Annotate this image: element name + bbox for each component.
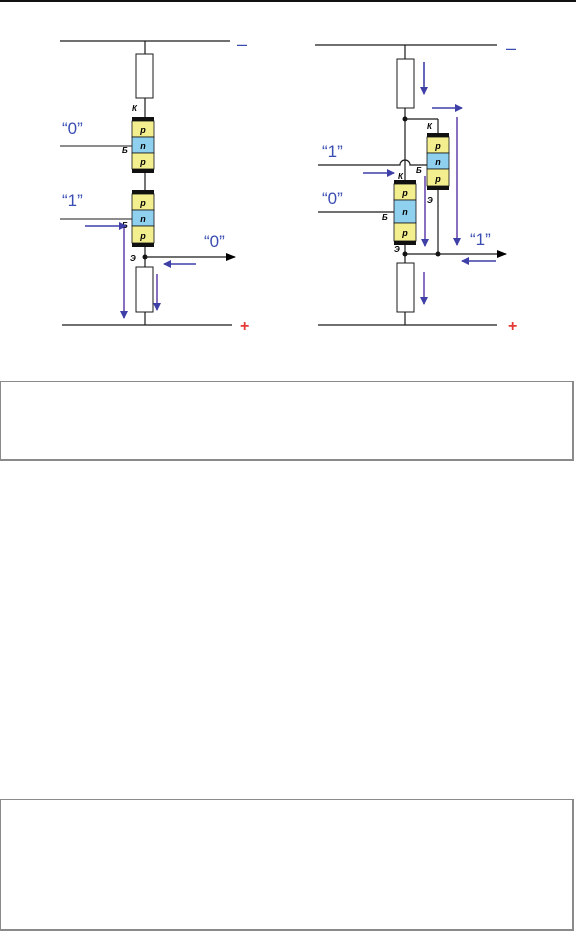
right-transistor-lower: p n p	[393, 180, 417, 245]
layer-label: n	[402, 207, 408, 217]
layer-label: n	[435, 157, 441, 167]
left-input-top-label: “0”	[62, 119, 83, 138]
base-label: Б	[416, 166, 422, 175]
right-bottom-resistor	[396, 262, 415, 313]
layer-label: p	[434, 141, 441, 151]
right-circuit: – + p n p К Б Э “1”	[315, 38, 517, 335]
layer-label: p	[139, 157, 146, 167]
left-transistor-bottom: p n p	[131, 190, 155, 247]
emitter-label: Э	[130, 254, 136, 263]
layer-label: p	[139, 198, 146, 208]
right-input-bottom-label: “0”	[322, 189, 343, 208]
layer-label: n	[140, 141, 146, 151]
circuit-diagram: – + p n p К Б “0” p n p	[60, 34, 517, 335]
left-transistor-top: p n p	[131, 117, 155, 173]
collector-label: К	[398, 172, 404, 181]
right-transistor-upper: p n p	[426, 133, 450, 190]
right-rail-top-label: –	[506, 38, 516, 58]
base-label: Б	[382, 213, 388, 222]
layer-label: p	[434, 174, 441, 184]
collector-label: К	[427, 122, 433, 131]
layer-label: n	[140, 214, 146, 224]
right-top-resistor	[396, 58, 415, 109]
left-bottom-resistor	[135, 266, 154, 313]
layer-label: p	[401, 228, 408, 238]
layer-label: p	[139, 125, 146, 135]
left-circuit: – + p n p К Б “0” p n p	[60, 34, 249, 335]
layer-label: p	[401, 188, 408, 198]
left-top-resistor	[135, 53, 154, 99]
left-input-bottom-label: “1”	[62, 191, 83, 210]
base-label: Б	[122, 146, 128, 155]
emitter-label: Э	[427, 196, 433, 205]
collector-label: К	[132, 104, 138, 113]
empty-frame-top	[0, 381, 574, 461]
top-rule	[0, 0, 576, 2]
emitter-label: Э	[394, 245, 400, 254]
left-output-label: “0”	[204, 232, 225, 251]
left-rail-bottom-label: +	[240, 318, 249, 335]
layer-label: p	[139, 231, 146, 241]
empty-frame-bottom	[0, 799, 574, 931]
right-rail-bottom-label: +	[508, 318, 517, 335]
right-output-label: “1”	[470, 230, 491, 249]
right-input-top-label: “1”	[322, 142, 343, 161]
right-input-top-wire	[318, 159, 427, 166]
left-rail-top-label: –	[237, 34, 247, 54]
